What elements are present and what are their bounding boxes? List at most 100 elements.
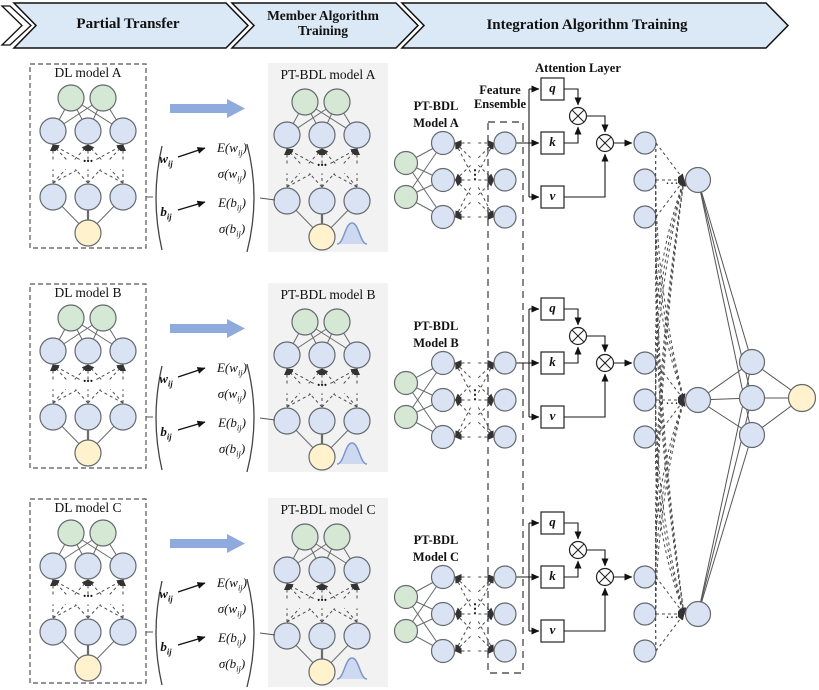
v-box: [540, 405, 565, 429]
merge-ellipsis: …: [665, 606, 679, 621]
weight-symbol: wij: [159, 151, 173, 169]
hidden-node: [308, 407, 336, 435]
bias-sigma-formula: σ(bij): [218, 656, 246, 674]
output-node: [308, 658, 336, 686]
feature-ensemble-box: [487, 121, 524, 674]
hidden-node: [39, 117, 67, 145]
input-node: [323, 308, 351, 336]
key-label: k: [549, 354, 556, 369]
dl-model-c-title: DL model C: [54, 500, 122, 515]
query-label: q: [549, 300, 556, 315]
banner-step-2-label: Member Algorithm Training: [267, 8, 379, 39]
integration-hidden-node: [738, 421, 766, 449]
pt-bdl-model-a-title: PT-BDL model A: [280, 67, 376, 82]
integration-hidden-node: [738, 384, 766, 412]
ensemble-node: [493, 639, 517, 663]
bias-mean-formula: E(bij): [218, 415, 246, 433]
bias-symbol: bij: [160, 639, 172, 657]
banner-step-2: [230, 2, 420, 49]
ensemble-node: [493, 205, 517, 229]
member-input-node: [393, 150, 419, 176]
hidden-node: [109, 337, 137, 365]
member-model-c-label-line1: PT-BDL: [413, 533, 459, 547]
attention-output-node: [633, 205, 657, 229]
hidden-node: [273, 622, 301, 650]
attention-output-node: [633, 639, 657, 663]
member-input-node: [393, 404, 419, 430]
weight-mean-formula: E(wij): [216, 360, 248, 378]
member-input-node: [393, 184, 419, 210]
banner-step-3: [400, 2, 790, 49]
attention-output-node: [633, 425, 657, 449]
ensemble-node: [493, 131, 517, 155]
member-row-B: [29, 283, 388, 473]
merge-ellipsis: …: [665, 392, 679, 407]
banner-step-1-label: Partial Transfer: [76, 16, 180, 32]
v-box: [540, 185, 565, 209]
bias-symbol: bij: [160, 204, 172, 222]
hidden-node: [343, 187, 371, 215]
dl-ellipsis: ...: [82, 585, 94, 600]
pt-ellipsis: ...: [316, 374, 328, 389]
member-hidden-node: [430, 564, 456, 590]
weight-mean-formula: E(wij): [216, 140, 248, 158]
attention-layer-title: Attention Layer: [535, 61, 621, 75]
hidden-node: [343, 341, 371, 369]
output-node: [308, 443, 336, 471]
dl-ellipsis: ...: [82, 370, 94, 385]
member-input-node: [393, 618, 419, 644]
hidden-node: [74, 403, 102, 431]
banner-step-3-label: Integration Algorithm Training: [486, 17, 688, 33]
bias-mean-formula: E(bij): [218, 195, 246, 213]
hidden-node: [109, 552, 137, 580]
hidden-node: [343, 556, 371, 584]
member-hidden-node: [430, 167, 456, 193]
transfer-arrow-shaft: [170, 324, 227, 333]
hidden-node: [74, 117, 102, 145]
weight-symbol: wij: [159, 371, 173, 389]
hidden-node: [74, 618, 102, 646]
member-row-A: [29, 63, 388, 253]
integration-row-B: [393, 297, 657, 450]
transfer-arrow-head: [227, 319, 245, 338]
input-node: [291, 523, 319, 551]
hidden-node: [109, 403, 137, 431]
member-hidden-node: [430, 350, 456, 376]
input-node: [323, 523, 351, 551]
pt-ellipsis: ...: [316, 154, 328, 169]
weight-symbol: wij: [159, 586, 173, 604]
banner: [0, 2, 790, 49]
output-node: [74, 219, 102, 247]
weight-sigma-formula: σ(wij): [217, 386, 247, 404]
pt-ellipsis: ...: [316, 589, 328, 604]
value-label: v: [549, 408, 556, 423]
q-box: [540, 511, 565, 535]
dl-model-dashed-box: [29, 498, 147, 684]
member-model-a-label-line1: PT-BDL: [413, 99, 459, 113]
ensemble-node: [493, 602, 517, 626]
attention-output-node: [633, 131, 657, 155]
feature-ensemble-label: Feature Ensemble: [473, 83, 527, 111]
input-node: [57, 304, 85, 332]
hidden-node: [343, 121, 371, 149]
attention-output-node: [633, 388, 657, 412]
member-hidden-node: [430, 204, 456, 230]
member-row-C: [29, 498, 388, 688]
merge-node: [684, 166, 712, 194]
hidden-node: [109, 618, 137, 646]
input-node: [89, 519, 117, 547]
input-node: [323, 88, 351, 116]
hidden-node: [39, 183, 67, 211]
input-node: [291, 88, 319, 116]
input-node: [57, 84, 85, 112]
k-box: [540, 565, 565, 589]
value-label: v: [549, 188, 556, 203]
attention-output-node: [633, 351, 657, 375]
input-node: [89, 304, 117, 332]
vertical-ellipsis: ⋮: [468, 387, 482, 402]
query-label: q: [549, 80, 556, 95]
hidden-node: [39, 337, 67, 365]
attention-output-node: [633, 602, 657, 626]
member-model-b-label-line1: PT-BDL: [413, 319, 459, 333]
